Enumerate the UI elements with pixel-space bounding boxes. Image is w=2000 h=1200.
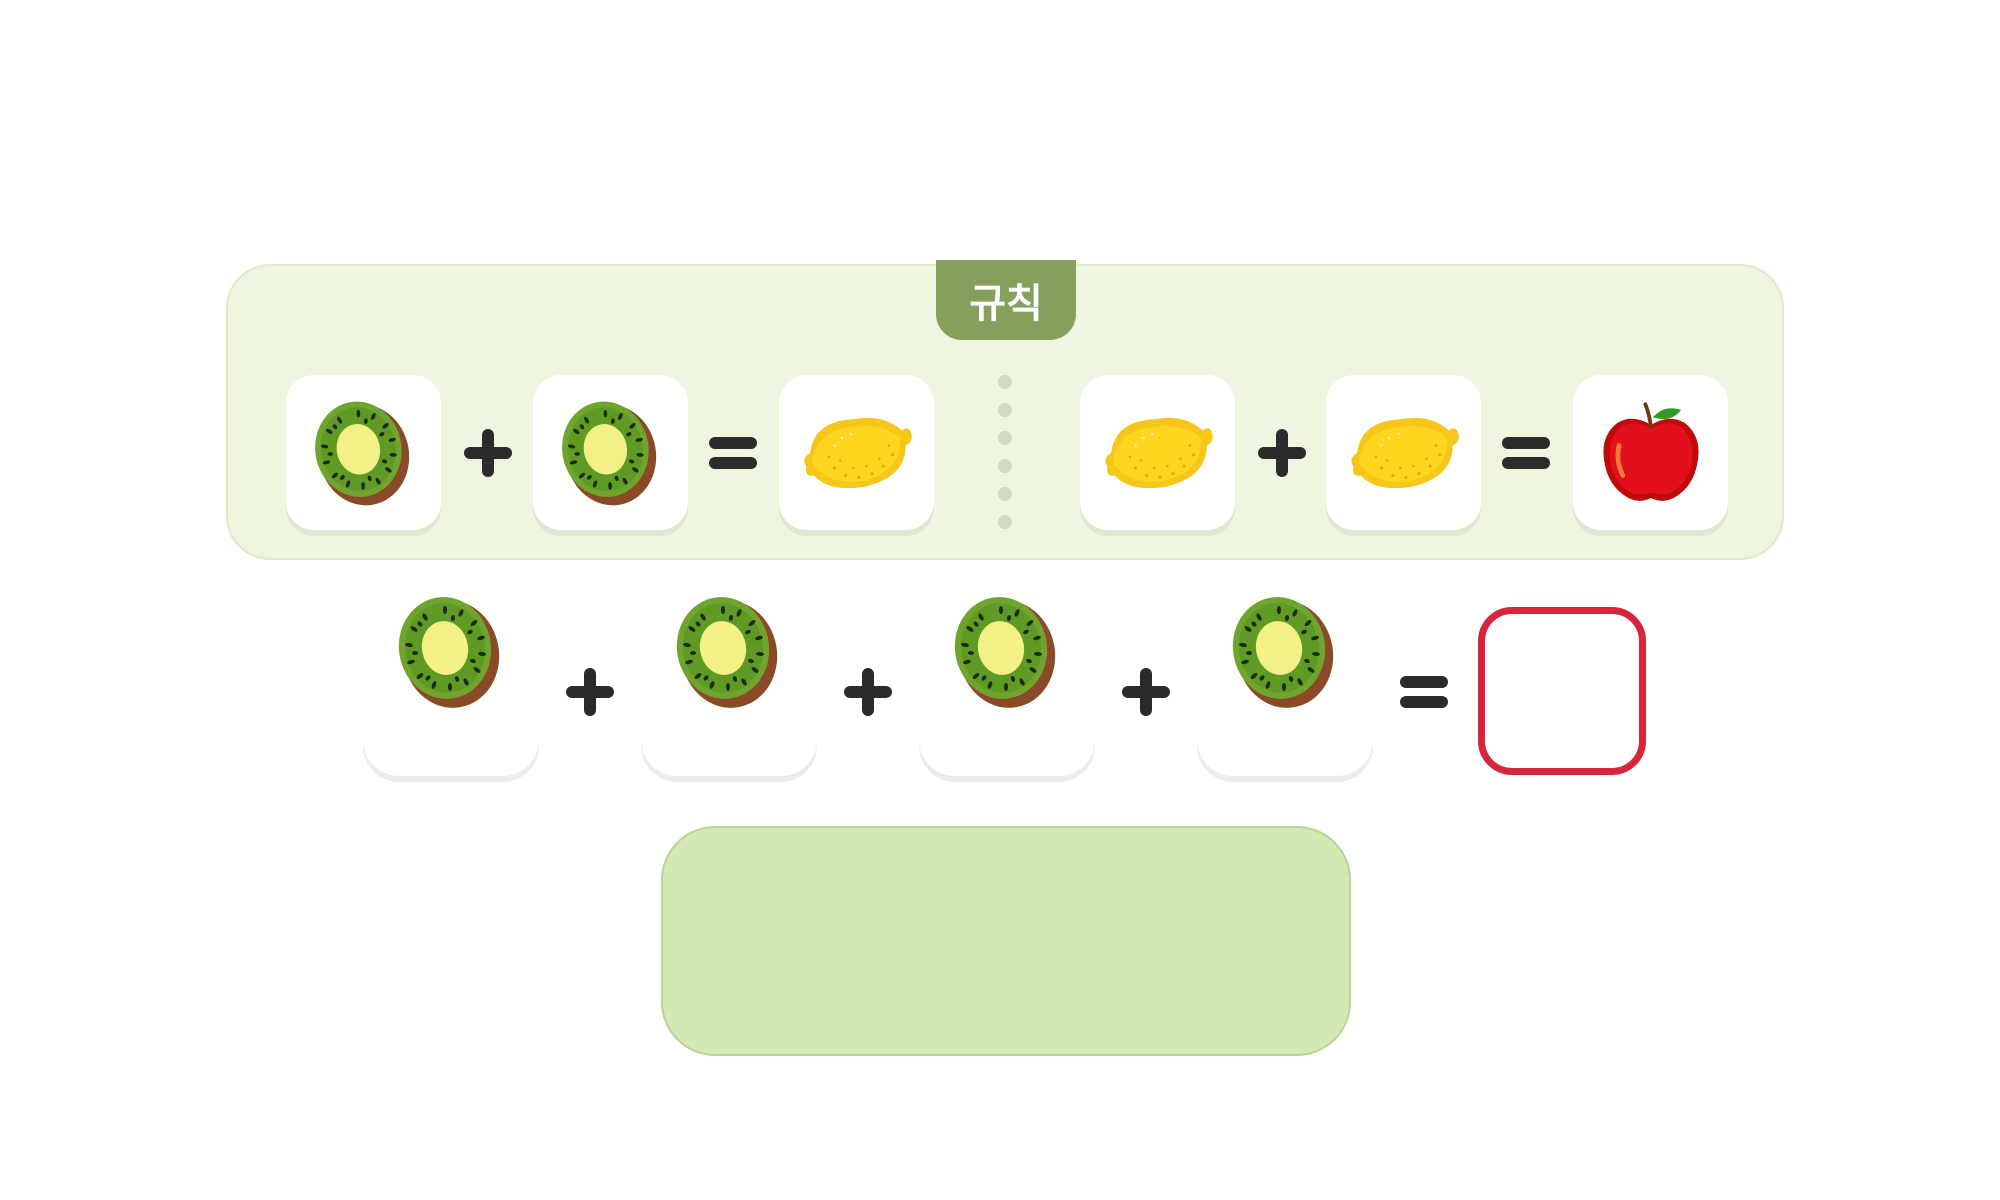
- question-kiwi-tile-4: [1197, 589, 1373, 776]
- rule1-kiwi-card-1: [286, 375, 441, 530]
- answer-box[interactable]: [1478, 607, 1646, 775]
- equals-icon: [709, 437, 757, 469]
- rule1-kiwi-card-2: [533, 375, 688, 530]
- rule2-lemon-card-1: [1080, 375, 1235, 530]
- question-kiwi-tile-3: [919, 589, 1095, 776]
- plus-icon: [566, 668, 614, 716]
- question-kiwi-tile-2: [641, 589, 817, 776]
- rule-tab-label: 규칙: [936, 260, 1076, 340]
- lemon-icon: [803, 417, 912, 488]
- kiwi-icon: [668, 589, 786, 716]
- equals-icon: [1502, 437, 1550, 469]
- kiwi-icon: [390, 589, 508, 716]
- rule2-lemon-card-2: [1326, 375, 1481, 530]
- equals-icon: [1400, 676, 1448, 708]
- divider-dot: [998, 403, 1012, 417]
- apple-icon: [1591, 393, 1711, 513]
- divider-dot: [998, 375, 1012, 389]
- kiwi-icon: [554, 394, 664, 513]
- rule2-apple-result-card: [1573, 375, 1728, 530]
- rule1-lemon-result-card: [779, 375, 934, 530]
- kiwi-icon: [1224, 589, 1342, 716]
- answer-response-area[interactable]: [661, 826, 1351, 1056]
- divider-dot: [998, 459, 1012, 473]
- plus-icon: [844, 668, 892, 716]
- plus-icon: [1122, 668, 1170, 716]
- plus-icon: [1258, 429, 1306, 477]
- lemon-icon: [1350, 417, 1459, 488]
- lemon-icon: [1104, 417, 1213, 488]
- kiwi-icon: [307, 394, 417, 513]
- divider-dot: [998, 431, 1012, 445]
- plus-icon: [464, 429, 512, 477]
- question-kiwi-tile-1: [363, 589, 539, 776]
- divider-dot: [998, 515, 1012, 529]
- divider-dot: [998, 487, 1012, 501]
- kiwi-icon: [946, 589, 1064, 716]
